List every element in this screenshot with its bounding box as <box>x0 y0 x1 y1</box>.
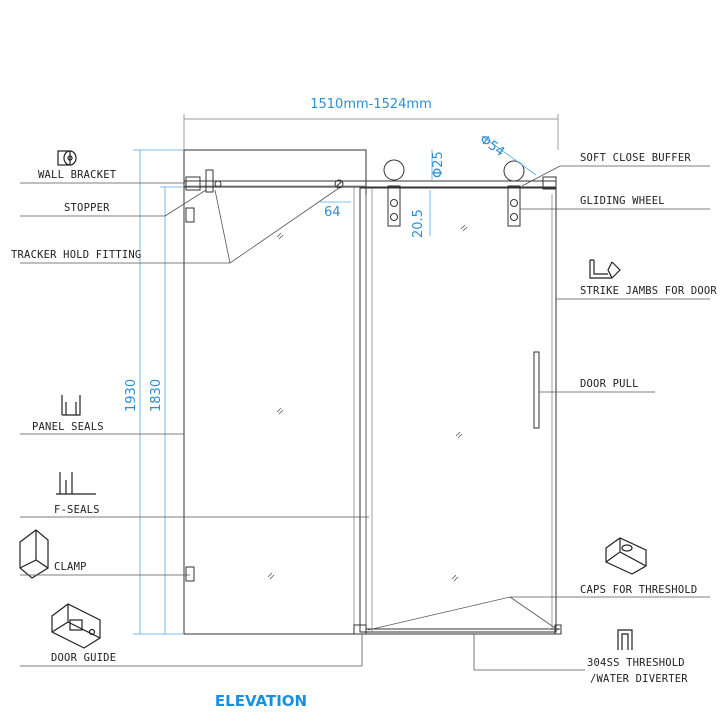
threshold-icon <box>617 629 633 650</box>
height-dimensions: 1930 1830 <box>124 149 184 635</box>
rod-diameter-text: Φ25 <box>431 151 446 178</box>
callout-door-pull: DOOR PULL <box>539 378 655 393</box>
threshold-assembly <box>353 624 562 635</box>
soft-close-buffer-label: SOFT CLOSE BUFFER <box>580 152 691 164</box>
callout-clamp: CLAMP <box>19 529 190 579</box>
gliding-wheel-right <box>503 160 525 227</box>
gliding-wheel-label: GLIDING WHEEL <box>580 195 665 207</box>
track-rod <box>183 176 557 190</box>
door-pull-handle <box>533 351 540 429</box>
callout-tracker-hold-fitting: TRACKER HOLD FITTING <box>11 187 340 264</box>
clamp-top <box>185 207 195 223</box>
wall-bracket-icon <box>57 150 77 166</box>
strike-jamb-icon <box>589 259 621 279</box>
diagram-title: ELEVATION <box>215 692 307 710</box>
door-guide-label: DOOR GUIDE <box>51 652 116 664</box>
callout-threshold: 304SS THRESHOLD /WATER DIVERTER <box>473 629 688 685</box>
stopper-label: STOPPER <box>64 202 110 214</box>
callout-soft-close-buffer: SOFT CLOSE BUFFER <box>521 152 710 187</box>
sliding-door <box>359 187 557 633</box>
panel-seal-icon <box>61 395 81 416</box>
caps-for-threshold-label: CAPS FOR THRESHOLD <box>580 584 697 596</box>
stopper-offset-text: 64 <box>324 205 341 220</box>
wheel-drop-text: 20.5 <box>411 209 426 238</box>
callout-wall-bracket: WALL BRACKET <box>20 150 186 184</box>
glass-reflection-marks <box>267 224 468 582</box>
fixed-panel <box>183 149 367 635</box>
callout-strike-jambs: STRIKE JAMBS FOR DOOR <box>556 259 717 300</box>
door-pull-label: DOOR PULL <box>580 378 639 390</box>
f-seals-label: F-SEALS <box>54 504 100 516</box>
hardware-dimensions: Φ25 Φ54 64 20.5 <box>320 132 537 238</box>
callout-caps-for-threshold: CAPS FOR THRESHOLD <box>367 537 710 631</box>
wall-bracket-hardware <box>185 169 222 193</box>
panel-seals-label: PANEL SEALS <box>32 421 104 433</box>
callout-gliding-wheel: GLIDING WHEEL <box>520 195 710 210</box>
clamp-label: CLAMP <box>54 561 87 573</box>
threshold-label-line2: /WATER DIVERTER <box>590 673 688 685</box>
wall-bracket-label: WALL BRACKET <box>38 169 117 181</box>
callout-panel-seals: PANEL SEALS <box>20 395 184 435</box>
door-guide-icon <box>51 603 101 649</box>
callout-f-seals: F-SEALS <box>20 472 369 518</box>
callout-door-guide: DOOR GUIDE <box>20 603 363 667</box>
threshold-label-line1: 304SS THRESHOLD <box>587 657 685 669</box>
height-panel-text: 1830 <box>149 379 164 412</box>
height-overall-text: 1930 <box>124 379 139 412</box>
wheel-diameter-text: Φ54 <box>477 132 507 160</box>
clamp-icon <box>19 529 49 579</box>
callout-stopper: STOPPER <box>20 189 207 217</box>
overall-width-dimension: 1510mm-1524mm <box>183 97 559 150</box>
clamp-bottom <box>185 566 195 582</box>
gliding-wheel-left <box>383 159 405 227</box>
overall-width-text: 1510mm-1524mm <box>310 97 432 112</box>
strike-jambs-label: STRIKE JAMBS FOR DOOR <box>580 285 717 297</box>
threshold-cap-icon <box>605 537 647 575</box>
tracker-hold-fitting-label: TRACKER HOLD FITTING <box>11 249 141 261</box>
f-seal-icon <box>56 472 96 495</box>
